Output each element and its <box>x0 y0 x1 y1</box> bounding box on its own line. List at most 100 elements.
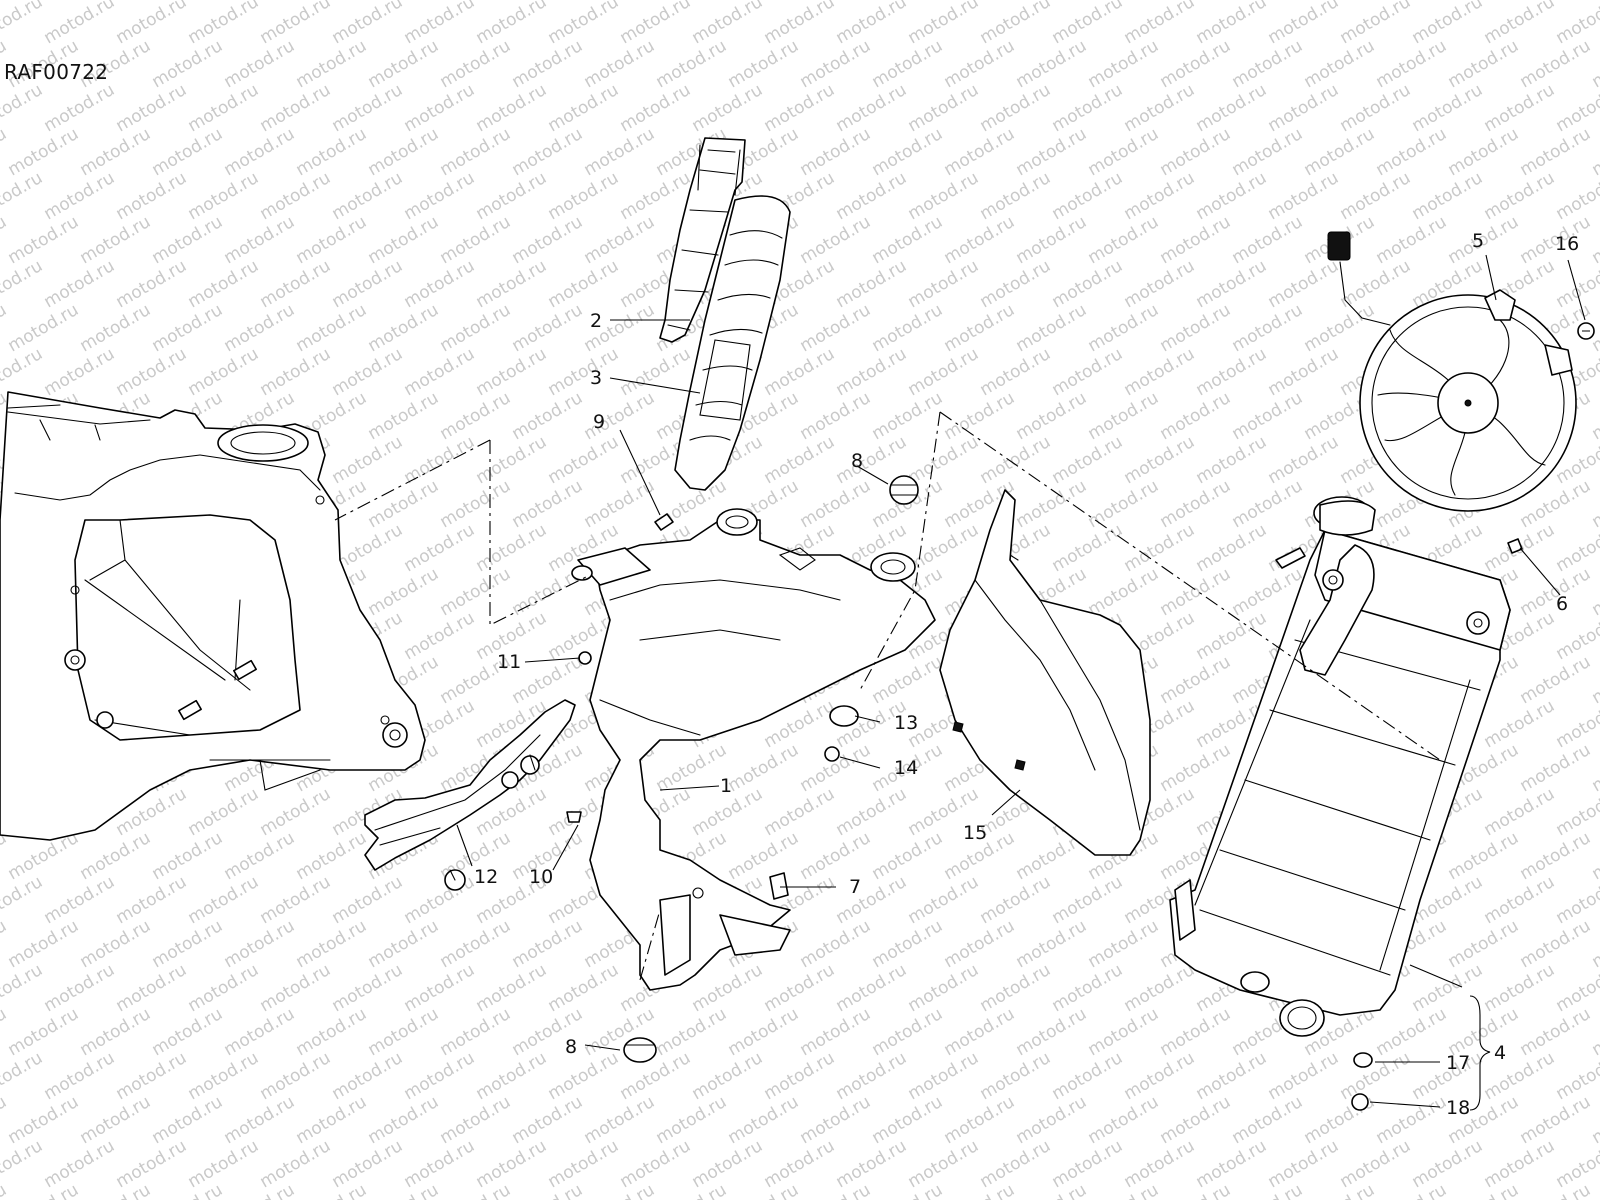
watermark-text: motod.ru <box>761 0 839 48</box>
watermark-text: motod.ru <box>473 960 551 1016</box>
watermark-text: motod.ru <box>1049 1136 1127 1192</box>
watermark-text: motod.ru <box>1121 1136 1199 1192</box>
callout-labels: 2 3 9 8 11 1 10 12 7 8 13 14 15 5 16 6 1… <box>474 230 1579 1119</box>
watermark-text: motod.ru <box>257 80 335 136</box>
watermark-text: motod.ru <box>725 1004 803 1060</box>
watermark-text: motod.ru <box>401 1136 479 1192</box>
watermark-text: motod.ru <box>869 300 947 356</box>
watermark-text: motod.ru <box>0 960 46 1016</box>
watermark-text: motod.ru <box>1481 960 1559 1016</box>
watermark-text: motod.ru <box>401 1048 479 1104</box>
watermark-text: motod.ru <box>977 872 1055 928</box>
watermark-text: motod.ru <box>1193 0 1271 48</box>
callout-8-bottom: 8 <box>565 1036 577 1058</box>
watermark-text: motod.ru <box>869 828 947 884</box>
watermark-text: motod.ru <box>905 168 983 224</box>
watermark-text: motod.ru <box>1193 1136 1271 1192</box>
watermark-text: motod.ru <box>869 36 947 92</box>
watermark-text: motod.ru <box>1265 0 1343 48</box>
watermark-text: motod.ru <box>941 124 1019 180</box>
watermark-text: motod.ru <box>1085 564 1163 620</box>
watermark-text: motod.ru <box>581 1092 659 1148</box>
watermark-text: motod.ru <box>149 124 227 180</box>
watermark-text: motod.ru <box>0 1048 46 1104</box>
watermark-text: motod.ru <box>1301 124 1379 180</box>
watermark-text: motod.ru <box>761 80 839 136</box>
watermark-text: motod.ru <box>617 1136 695 1192</box>
watermark-text: motod.ru <box>5 916 83 972</box>
watermark-text: motod.ru <box>77 828 155 884</box>
main-shroud-part <box>571 508 1019 991</box>
watermark-text: motod.ru <box>5 124 83 180</box>
watermark-text: motod.ru <box>1481 872 1559 928</box>
watermark-text: motod.ru <box>797 1180 875 1200</box>
watermark-text: motod.ru <box>581 212 659 268</box>
watermark-text: motod.ru <box>437 564 515 620</box>
watermark-text: motod.ru <box>1049 960 1127 1016</box>
watermark-text: motod.ru <box>437 1092 515 1148</box>
watermark-text: motod.ru <box>113 256 191 312</box>
watermark-text: motod.ru <box>1589 476 1600 532</box>
watermark-text: motod.ru <box>869 388 947 444</box>
watermark-text: motod.ru <box>1589 388 1600 444</box>
watermark-text: motod.ru <box>1517 1004 1595 1060</box>
watermark-text: motod.ru <box>545 432 623 488</box>
watermark-text: motod.ru <box>221 212 299 268</box>
watermark-text: motod.ru <box>221 1004 299 1060</box>
callout-14: 14 <box>894 757 918 779</box>
watermark-text: motod.ru <box>1157 476 1235 532</box>
watermark-text: motod.ru <box>1049 168 1127 224</box>
watermark-text: motod.ru <box>1373 124 1451 180</box>
watermark-text: motod.ru <box>221 300 299 356</box>
callout-11: 11 <box>497 651 521 673</box>
watermark-text: motod.ru <box>797 36 875 92</box>
callout-7: 7 <box>849 876 861 898</box>
watermark-text: motod.ru <box>1157 36 1235 92</box>
watermark-text: motod.ru <box>1301 36 1379 92</box>
watermark-text: motod.ru <box>509 388 587 444</box>
watermark-text: motod.ru <box>1121 80 1199 136</box>
watermark-text: motod.ru <box>257 344 335 400</box>
watermark-text: motod.ru <box>1229 476 1307 532</box>
watermark-text: motod.ru <box>1445 1180 1523 1200</box>
watermark-text: motod.ru <box>545 256 623 312</box>
watermark-text: motod.ru <box>329 0 407 48</box>
watermark-text: motod.ru <box>1481 0 1559 48</box>
watermark-text: motod.ru <box>473 80 551 136</box>
watermark-text: motod.ru <box>257 872 335 928</box>
callout-12: 12 <box>474 866 498 888</box>
watermark-text: motod.ru <box>1517 124 1595 180</box>
watermark-text: motod.ru <box>869 124 947 180</box>
watermark-text: motod.ru <box>905 0 983 48</box>
watermark-text: motod.ru <box>1409 1136 1487 1192</box>
watermark-text: motod.ru <box>761 1048 839 1104</box>
watermark-text: motod.ru <box>401 256 479 312</box>
watermark-text: motod.ru <box>1229 36 1307 92</box>
watermark-text: motod.ru <box>905 1048 983 1104</box>
watermark-text: motod.ru <box>977 0 1055 48</box>
callout-3: 3 <box>590 367 602 389</box>
watermark-text: motod.ru <box>0 344 46 400</box>
watermark-text: motod.ru <box>1481 696 1559 752</box>
watermark-text: motod.ru <box>0 1180 10 1200</box>
watermark-text: motod.ru <box>1265 432 1343 488</box>
watermark-text: motod.ru <box>329 256 407 312</box>
watermark-text: motod.ru <box>905 960 983 1016</box>
watermark-text: motod.ru <box>1049 432 1127 488</box>
watermark-text: motod.ru <box>1049 520 1127 576</box>
watermark-text: motod.ru <box>1229 300 1307 356</box>
watermark-text: motod.ru <box>797 916 875 972</box>
watermark-text: motod.ru <box>977 80 1055 136</box>
watermark-text: motod.ru <box>1445 124 1523 180</box>
watermark-text: motod.ru <box>1481 168 1559 224</box>
watermark-text: motod.ru <box>293 36 371 92</box>
watermark-text: motod.ru <box>1157 300 1235 356</box>
watermark-text: motod.ru <box>113 1136 191 1192</box>
watermark-text: motod.ru <box>329 960 407 1016</box>
watermark-text: motod.ru <box>365 1004 443 1060</box>
watermark-text: motod.ru <box>1373 36 1451 92</box>
grille-part <box>659 137 746 343</box>
watermark-text: motod.ru <box>185 1136 263 1192</box>
watermark-text: motod.ru <box>545 1048 623 1104</box>
